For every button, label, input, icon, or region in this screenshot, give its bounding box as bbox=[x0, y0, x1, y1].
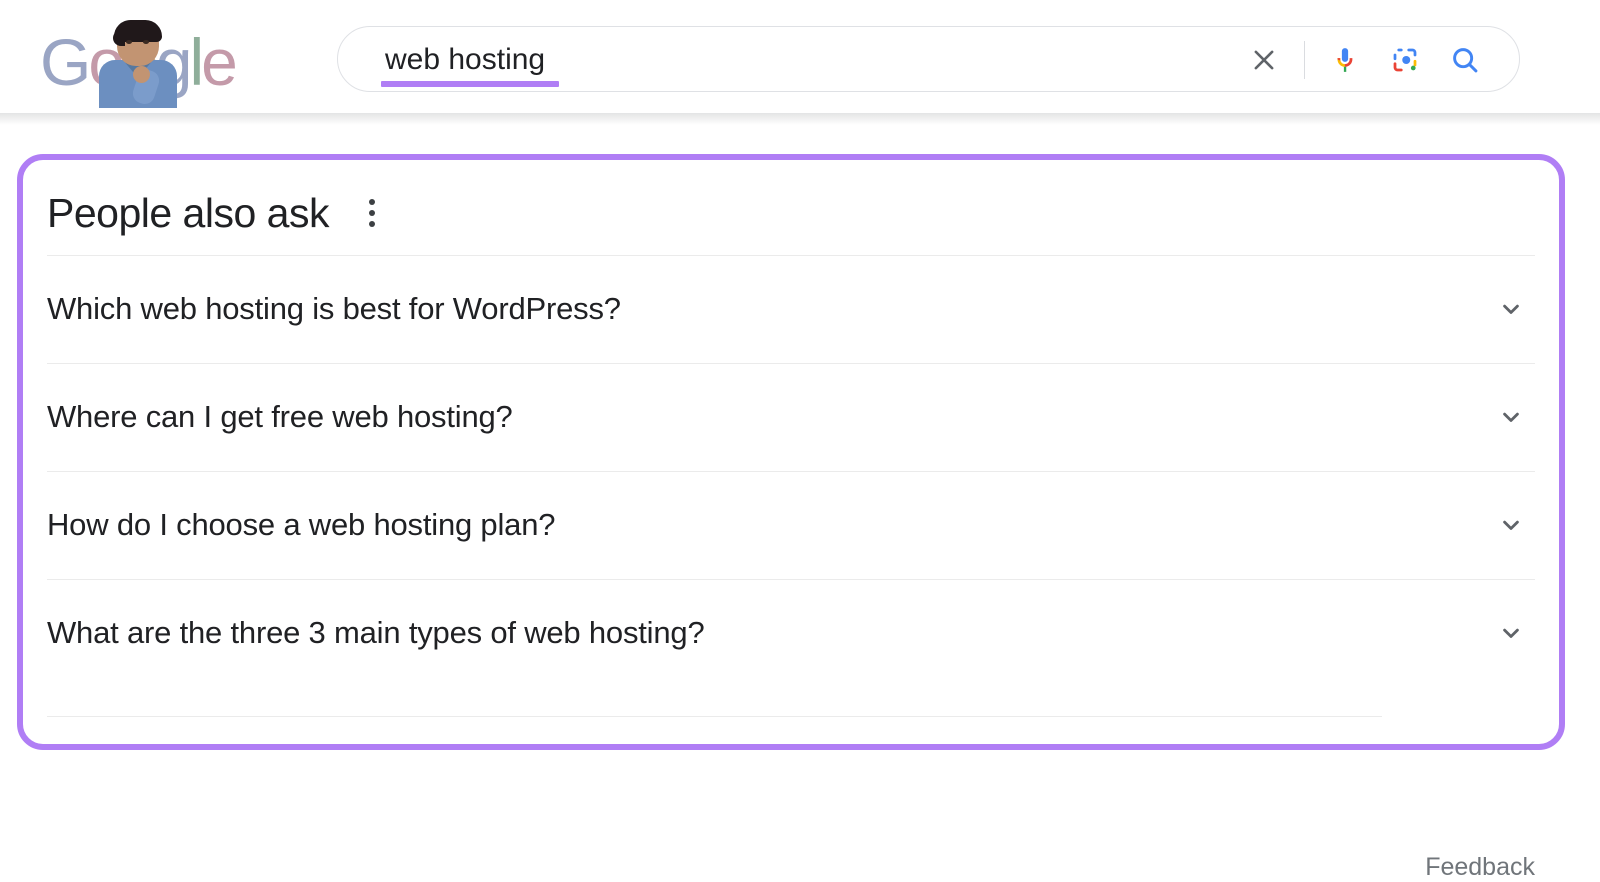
chevron-down-icon[interactable] bbox=[1491, 397, 1531, 437]
page-title: People also ask bbox=[47, 190, 329, 236]
search-input-wrapper[interactable]: web hosting bbox=[385, 27, 545, 93]
search-header: Google web hosting bbox=[0, 0, 1600, 113]
feedback-link[interactable]: Feedback bbox=[1425, 853, 1535, 881]
divider-2 bbox=[47, 471, 1535, 472]
kebab-dot-2 bbox=[368, 210, 375, 216]
doodle-person-hand bbox=[133, 66, 150, 83]
paa-question-label-2: Where can I get free web hosting? bbox=[47, 399, 513, 434]
search-box-actions bbox=[1234, 27, 1495, 93]
doodle-person-image bbox=[95, 20, 179, 108]
people-also-ask-inner: People also ask Which web hosting is bes… bbox=[23, 160, 1559, 881]
paa-question-row-3[interactable]: How do I choose a web hosting plan? bbox=[47, 471, 1535, 579]
paa-question-label-1: Which web hosting is best for WordPress? bbox=[47, 291, 621, 326]
doodle-person-eye-right bbox=[143, 40, 149, 44]
logo-letter-g1: G bbox=[40, 25, 91, 99]
paa-question-row-2[interactable]: Where can I get free web hosting? bbox=[47, 363, 1535, 471]
microphone-icon[interactable] bbox=[1315, 27, 1375, 93]
paa-question-row-1[interactable]: Which web hosting is best for WordPress? bbox=[47, 255, 1535, 363]
divider-top bbox=[47, 255, 1535, 256]
doodle-person-hair bbox=[113, 20, 162, 46]
logo-letter-l: l bbox=[189, 25, 205, 99]
divider-3 bbox=[47, 579, 1535, 580]
paa-question-row-4[interactable]: What are the three 3 main types of web h… bbox=[47, 579, 1535, 687]
query-highlight-underline bbox=[381, 81, 559, 87]
more-options-icon[interactable] bbox=[357, 192, 387, 234]
paa-question-label-4: What are the three 3 main types of web h… bbox=[47, 615, 705, 650]
search-actions-divider bbox=[1304, 41, 1305, 79]
chevron-down-icon[interactable] bbox=[1491, 289, 1531, 329]
divider-1 bbox=[47, 363, 1535, 364]
kebab-dot-1 bbox=[368, 199, 375, 205]
divider-bottom bbox=[47, 716, 1382, 717]
kebab-dot-3 bbox=[368, 221, 375, 227]
people-also-ask-header: People also ask bbox=[47, 184, 387, 242]
logo-letter-e: e bbox=[201, 25, 238, 99]
chevron-down-icon[interactable] bbox=[1491, 505, 1531, 545]
google-lens-icon[interactable] bbox=[1375, 27, 1435, 93]
header-shadow bbox=[0, 113, 1600, 125]
paa-question-label-3: How do I choose a web hosting plan? bbox=[47, 507, 556, 542]
clear-icon[interactable] bbox=[1234, 27, 1294, 93]
search-input[interactable]: web hosting bbox=[385, 43, 546, 76]
google-logo[interactable]: Google bbox=[40, 16, 245, 108]
people-also-ask-card: People also ask Which web hosting is bes… bbox=[17, 154, 1565, 881]
search-icon[interactable] bbox=[1435, 27, 1495, 93]
doodle-person-eye-left bbox=[126, 40, 132, 44]
chevron-down-icon[interactable] bbox=[1491, 613, 1531, 653]
